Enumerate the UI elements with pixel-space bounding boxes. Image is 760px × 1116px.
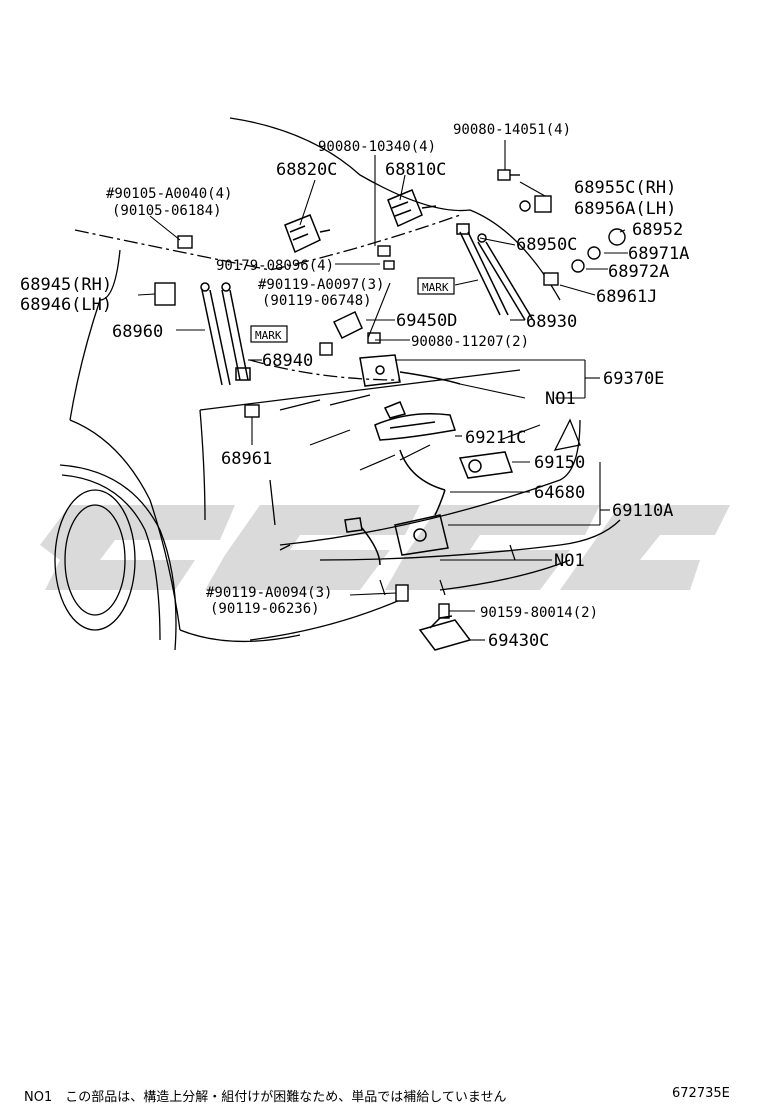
lock-69370E [359,354,461,387]
wheel-arch [54,464,177,651]
label-90105-06184: (90105-06184) [112,203,222,219]
label-68961: 68961 [221,449,272,469]
label-90119-A0097: #90119-A0097(3) [258,277,384,293]
svg-text:MARK: MARK [422,281,449,294]
label-68952: 68952 [632,220,683,240]
part-labels: 90080-14051(4) 90080-10340(4) 68820C 688… [20,122,689,651]
label-68940: 68940 [262,351,313,371]
mark-box-2: MARK [250,325,288,343]
label-69450D: 69450D [396,311,457,331]
label-68946: 68946(LH) [20,295,112,315]
label-90159-80014: 90159-80014(2) [480,605,598,621]
svg-text:MARK: MARK [255,329,282,342]
label-69110A: 69110A [612,501,673,521]
label-68955C: 68955C(RH) [574,178,676,198]
label-90080-11207: 90080-11207(2) [411,334,529,350]
cover-69450D [332,310,363,340]
label-68945: 68945(RH) [20,275,112,295]
mark-box-1: MARK [417,277,455,295]
label-68961J: 68961J [596,287,657,307]
diagram-code: 672735E [672,1086,730,1101]
cylinder-69150 [399,449,514,491]
vehicle-body-outline [69,117,621,643]
striker-69430C [418,615,472,651]
label-69370E: 69370E [603,369,664,389]
label-90119-06236: (90119-06236) [210,601,320,617]
label-69430C: 69430C [488,631,549,651]
label-69150: 69150 [534,453,585,473]
label-90179-08096: 90179-08096(4) [216,258,334,274]
hinge-68810C [387,189,437,228]
panel-stripes [279,394,541,596]
leader-lines [137,140,628,641]
label-90105-A0040: #90105-A0040(4) [106,186,232,202]
label-90119-06748: (90119-06748) [262,293,372,309]
latch-69110A [344,489,449,566]
label-69211C: 69211C [465,428,526,448]
label-68972A: 68972A [608,262,669,282]
hinge-68820C [284,214,331,254]
label-68820C: 68820C [276,160,337,180]
stay-68950C [456,223,509,316]
label-90080-14051: 90080-14051(4) [453,122,571,138]
label-68950C: 68950C [516,235,577,255]
label-68971A: 68971A [628,244,689,264]
label-no1-b: NO1 [554,551,585,571]
label-90119-A0094: #90119-A0094(3) [206,585,332,601]
label-no1-a: NO1 [545,389,576,409]
label-68810C: 68810C [385,160,446,180]
footer-note: NO1 この部品は、構造上分解・組付けが困難なため、単品では補給していません [24,1090,507,1105]
stay-68960 [200,282,231,386]
label-90080-10340: 90080-10340(4) [318,139,436,155]
label-64680: 64680 [534,483,585,503]
stay-68930 [477,233,534,321]
label-68960: 68960 [112,322,163,342]
stay-68940 [221,282,251,381]
label-68930: 68930 [526,312,577,332]
label-68956A: 68956A(LH) [574,199,676,219]
handle-69211C [374,401,456,441]
